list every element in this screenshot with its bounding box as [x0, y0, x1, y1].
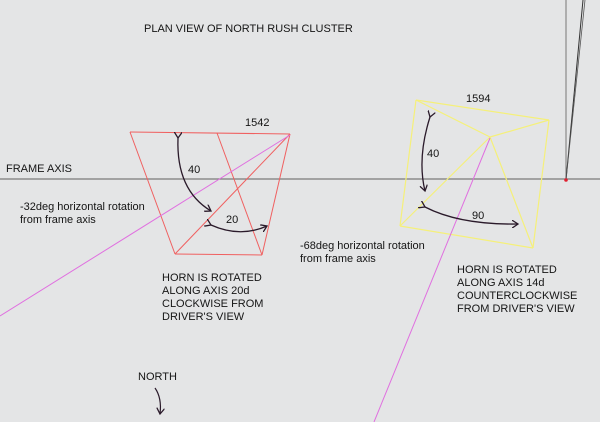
left-horn-id-label: 1542 — [245, 117, 270, 129]
right-horn-outline — [399, 99, 550, 249]
right-horn-id-label: 1594 — [466, 93, 491, 105]
left-vertical-angle-label: 40 — [188, 164, 201, 176]
right-horizontal-angle-arrow — [425, 207, 518, 224]
left-horn-note: HORN IS ROTATED ALONG AXIS 20d CLOCKWISE… — [162, 272, 264, 323]
left-horizontal-angle-label: 20 — [226, 214, 239, 226]
right-horizontal-angle-label: 90 — [472, 210, 485, 222]
left-horn-sight-line — [0, 134, 291, 317]
reference-point-marker — [564, 178, 568, 182]
north-arrow — [154, 387, 160, 414]
left-horizontal-angle-arrow — [211, 225, 267, 233]
diagram-title: PLAN VIEW OF NORTH RUSH CLUSTER — [144, 23, 353, 35]
right-horn-rotation-text: -68deg horizontal rotation from frame ax… — [300, 240, 425, 265]
left-vertical-angle-arrow — [178, 138, 211, 211]
right-horn-note: HORN IS ROTATED ALONG AXIS 14d COUNTERCL… — [457, 264, 578, 315]
north-label: NORTH — [138, 371, 177, 383]
right-vertical-angle-label: 40 — [427, 148, 440, 160]
frame-axis-label: FRAME AXIS — [6, 163, 73, 175]
right-horn-sight-line — [373, 137, 491, 422]
right-vertical-angle-arrow — [422, 117, 430, 191]
left-horn-rotation-text: -32deg horizontal rotation from frame ax… — [20, 201, 145, 226]
reference-diagonal-line-2 — [565, 0, 586, 181]
